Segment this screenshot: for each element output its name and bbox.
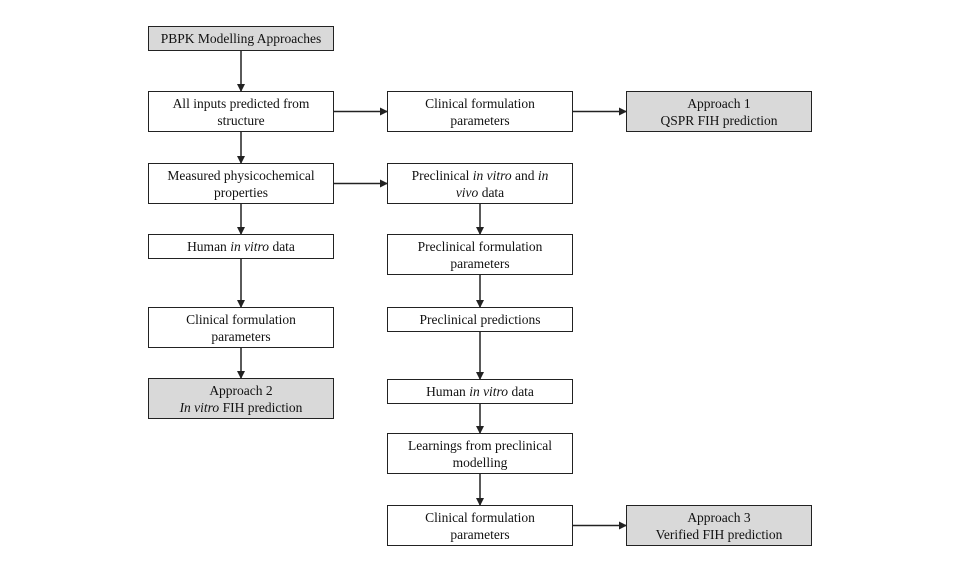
node-text: Approach 2	[209, 382, 273, 398]
node-text: Human	[426, 384, 470, 399]
node-human-in-vitro-data-right: Human in vitro data	[387, 379, 573, 404]
node-text-line: Clinical formulation	[425, 509, 535, 526]
node-text-line: vivo data	[456, 184, 504, 201]
node-text: properties	[214, 184, 268, 200]
node-text-line: Verified FIH prediction	[656, 526, 783, 543]
italic-text: in vitro	[469, 384, 509, 399]
node-text: parameters	[211, 328, 271, 344]
node-human-in-vitro-data-left: Human in vitro data	[148, 234, 334, 259]
italic-text: In vitro	[179, 399, 220, 415]
node-text-line: parameters	[211, 328, 270, 345]
node-text-line: Preclinical formulation	[418, 238, 543, 255]
node-text: PBPK Modelling Approaches	[160, 31, 322, 46]
node-text: Approach 1	[687, 95, 751, 111]
node-text: Clinical formulation	[186, 311, 296, 327]
node-text: Preclinical	[411, 167, 473, 183]
italic-text: in vitro	[472, 167, 512, 183]
node-preclinical-predictions: Preclinical predictions	[387, 307, 573, 332]
node-text-line: In vitro FIH prediction	[180, 399, 303, 416]
italic-text: in vitro	[230, 239, 270, 254]
node-text: Verified FIH prediction	[655, 526, 783, 542]
node-text: parameters	[450, 112, 510, 128]
node-text-line: Approach 3	[687, 509, 750, 526]
node-text: parameters	[450, 526, 510, 542]
node-text-line: Preclinical predictions	[419, 311, 540, 328]
node-text: parameters	[450, 255, 510, 271]
node-text-line: All inputs predicted from	[173, 95, 310, 112]
node-text: Clinical formulation	[425, 95, 535, 111]
node-pbpk-modelling-approaches: PBPK Modelling Approaches	[148, 26, 334, 51]
node-text-line: Clinical formulation	[425, 95, 535, 112]
node-text-line: parameters	[450, 255, 509, 272]
node-text-line: parameters	[450, 526, 509, 543]
node-text-line: Human in vitro data	[426, 383, 534, 400]
node-text: structure	[217, 112, 265, 128]
node-text: data	[269, 239, 295, 254]
node-text-line: modelling	[453, 454, 508, 471]
italic-text: in	[537, 167, 549, 183]
node-text: modelling	[452, 454, 508, 470]
node-text-line: Learnings from preclinical	[408, 437, 552, 454]
node-text: Learnings from preclinical	[408, 437, 552, 453]
node-text: FIH prediction	[219, 399, 303, 415]
node-text: Human	[187, 239, 231, 254]
node-text-line: structure	[217, 112, 264, 129]
node-text-line: PBPK Modelling Approaches	[161, 30, 322, 47]
node-text-line: QSPR FIH prediction	[660, 112, 777, 129]
node-text-line: Human in vitro data	[187, 238, 295, 255]
node-text: Measured physicochemical	[167, 167, 315, 183]
node-text: Preclinical formulation	[417, 238, 543, 254]
node-text: All inputs predicted from	[172, 95, 310, 111]
node-text: Approach 3	[687, 509, 751, 525]
node-text-line: properties	[214, 184, 268, 201]
node-text: data	[508, 384, 534, 399]
node-text: and	[511, 167, 538, 183]
node-text-line: Preclinical in vitro and in	[412, 167, 549, 184]
node-text: data	[478, 184, 505, 200]
node-text-line: Approach 2	[209, 382, 272, 399]
node-text-line: Approach 1	[687, 95, 750, 112]
node-text-line: parameters	[450, 112, 509, 129]
node-text: Preclinical predictions	[419, 312, 541, 327]
node-text-line: Measured physicochemical	[167, 167, 314, 184]
node-text: Clinical formulation	[425, 509, 535, 525]
node-text-line: Clinical formulation	[186, 311, 296, 328]
node-text: QSPR FIH prediction	[660, 112, 778, 128]
italic-text: vivo	[455, 184, 479, 200]
